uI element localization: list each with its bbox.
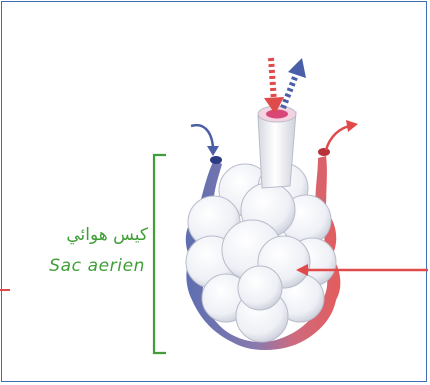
artery-opening <box>318 148 330 156</box>
vein-flow-arrow <box>191 125 219 156</box>
vein-opening <box>210 156 222 164</box>
co2-out-arrow <box>283 58 306 108</box>
label-french: Sac aerien <box>8 256 145 276</box>
bronchiole <box>258 106 296 188</box>
bracket <box>154 155 166 353</box>
label-arabic: كيس هوائي <box>8 225 148 245</box>
artery-flow-arrow <box>326 120 358 150</box>
